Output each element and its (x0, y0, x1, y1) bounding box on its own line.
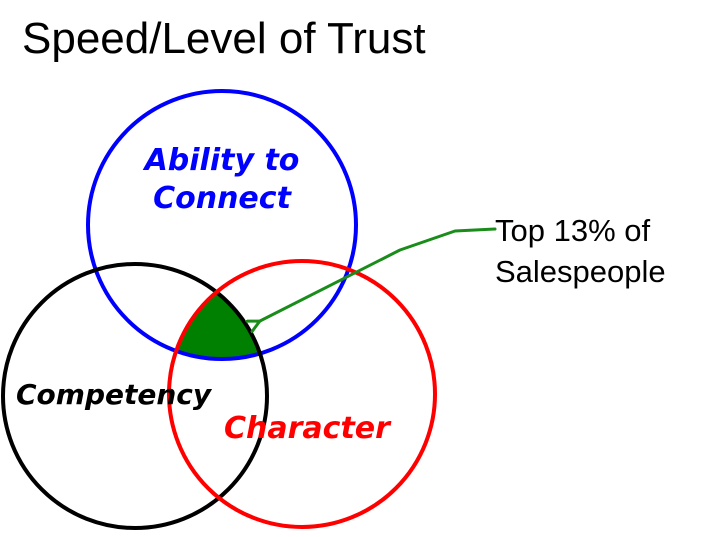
competency-label: Competency (16, 378, 213, 411)
callout-arrow (258, 227, 497, 322)
character-label: Character (224, 411, 392, 446)
competency-circle (1, 262, 269, 530)
connect-label-line2: Connect (153, 181, 292, 216)
connect-label-line1: Ability to (143, 143, 300, 178)
ability-to-connect-circle (86, 89, 358, 361)
callout-text: Top 13% of Salespeople (495, 210, 666, 292)
callout-line1: Top 13% of (495, 213, 651, 248)
page-title: Speed/Level of Trust (22, 14, 426, 63)
character-circle (167, 259, 437, 529)
callout-line2: Salespeople (495, 254, 666, 289)
